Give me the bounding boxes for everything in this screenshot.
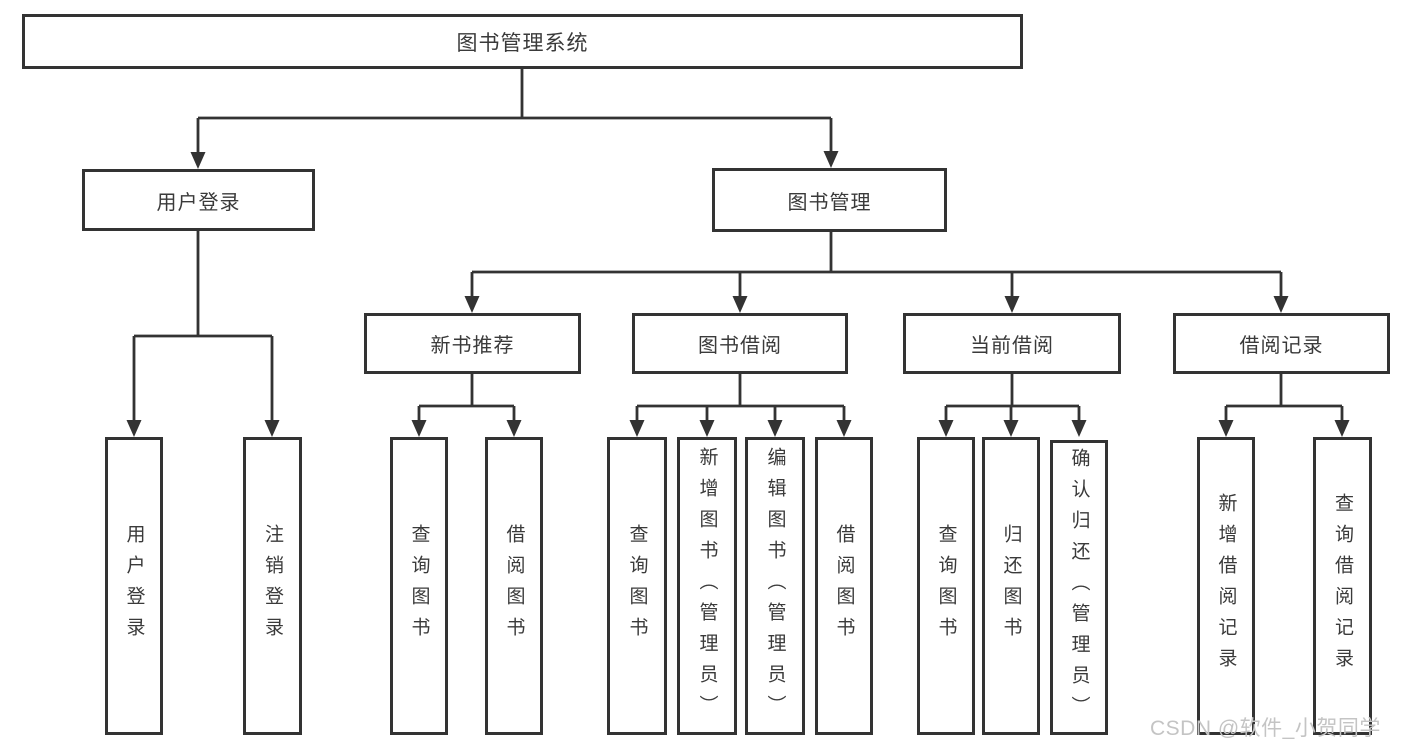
node-new-book-recommend: 新书推荐 [364, 313, 581, 374]
node-edit-books-admin: 编辑图书（管理员） [745, 437, 805, 735]
node-query-books-recommend: 查询图书 [390, 437, 448, 735]
node-book-management: 图书管理 [712, 168, 947, 232]
node-confirm-return-admin: 确认归还（管理员） [1050, 440, 1108, 735]
node-query-borrow-record: 查询借阅记录 [1313, 437, 1372, 735]
node-borrowing-records: 借阅记录 [1173, 313, 1390, 374]
csdn-watermark: CSDN @软件_小贺同学 [1150, 717, 1381, 740]
node-query-books-borrowing: 查询图书 [607, 437, 667, 735]
node-return-books: 归还图书 [982, 437, 1040, 735]
node-user-login-leaf: 用户登录 [105, 437, 163, 735]
node-add-borrow-record: 新增借阅记录 [1197, 437, 1255, 735]
node-borrow-books-recommend: 借阅图书 [485, 437, 543, 735]
node-query-books-current: 查询图书 [917, 437, 975, 735]
node-user-login: 用户登录 [82, 169, 315, 231]
node-borrow-books-leaf: 借阅图书 [815, 437, 873, 735]
node-current-borrowing: 当前借阅 [903, 313, 1121, 374]
node-add-books-admin: 新增图书（管理员） [677, 437, 737, 735]
node-logout: 注销登录 [243, 437, 302, 735]
node-book-borrowing: 图书借阅 [632, 313, 848, 374]
node-library-system: 图书管理系统 [22, 14, 1023, 69]
